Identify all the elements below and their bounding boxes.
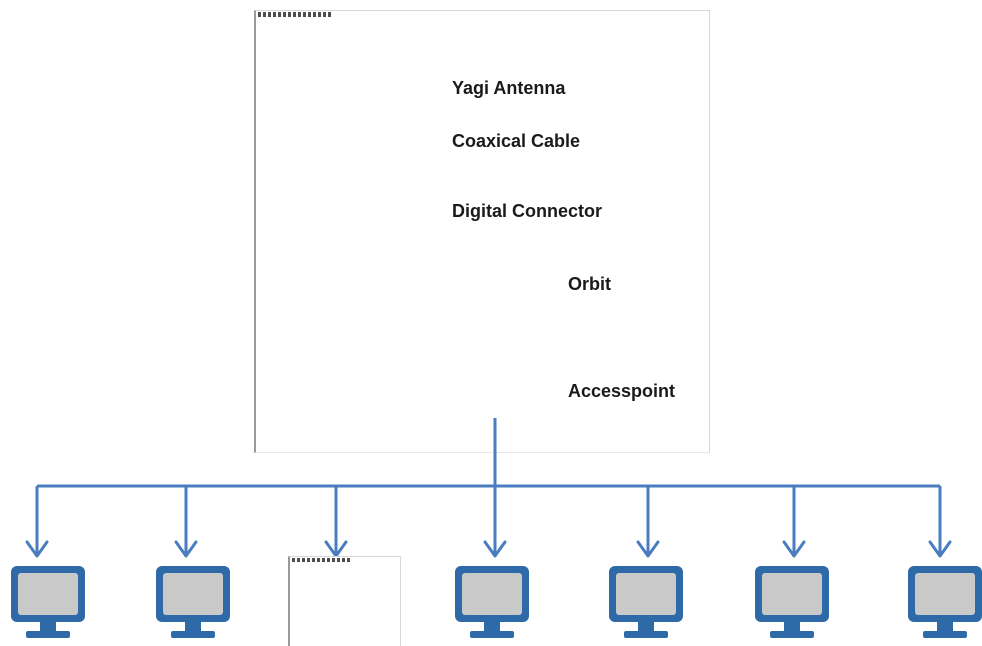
monitor-screen <box>616 573 676 615</box>
monitor-base <box>770 631 814 638</box>
broken-image-icon <box>258 12 332 17</box>
arrow-down-icon <box>928 540 952 558</box>
monitor-base <box>171 631 215 638</box>
label-accesspoint: Accesspoint <box>568 381 676 401</box>
monitor-screen <box>462 573 522 615</box>
monitor-screen <box>915 573 975 615</box>
connector-lines <box>25 418 952 558</box>
arrow-down-icon <box>174 540 198 558</box>
monitor-base <box>624 631 668 638</box>
desktop-monitor-icon <box>455 566 529 638</box>
desktop-monitor-icon <box>11 566 85 638</box>
label-coaxical-cable: Coaxical Cable <box>452 131 581 151</box>
arrow-down-icon <box>483 540 507 558</box>
desktop-monitor-icon <box>156 566 230 638</box>
label-orbit: Orbit <box>568 274 611 294</box>
monitor-neck <box>937 622 953 632</box>
arrow-down-icon <box>636 540 660 558</box>
monitor-base <box>470 631 514 638</box>
broken-image-icon <box>292 558 352 562</box>
label-digital-connector: Digital Connector <box>452 201 603 221</box>
monitor-neck <box>638 622 654 632</box>
monitor-base <box>923 631 967 638</box>
monitor-neck <box>185 622 201 632</box>
desktop-monitor-icon <box>609 566 683 638</box>
label-yagi-antenna: Yagi Antenna <box>452 78 566 98</box>
desktop-monitor-icon <box>755 566 829 638</box>
monitor-screen <box>18 573 78 615</box>
arrow-down-icon <box>782 540 806 558</box>
monitor-screen <box>163 573 223 615</box>
arrow-down-icon <box>25 540 49 558</box>
monitor-screen <box>762 573 822 615</box>
monitor-group <box>11 566 982 638</box>
desktop-monitor-icon <box>908 566 982 638</box>
monitor-base <box>26 631 70 638</box>
monitor-neck <box>784 622 800 632</box>
monitor-neck <box>40 622 56 632</box>
small-image-panel <box>288 556 401 646</box>
main-image-panel: Yagi Antenna Coaxical Cable Digital Conn… <box>254 10 710 453</box>
monitor-neck <box>484 622 500 632</box>
